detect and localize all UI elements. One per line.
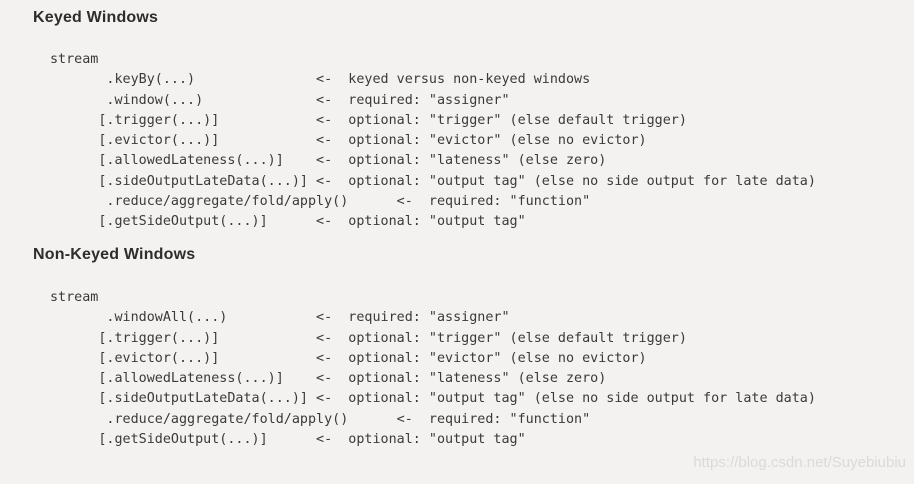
csdn-blog-watermark: https://blog.csdn.net/Suyebiubiu	[693, 454, 906, 471]
keyed-windows-heading: Keyed Windows	[33, 9, 159, 26]
keyed-windows-code-block: stream .keyBy(...) <- keyed versus non-k…	[50, 52, 816, 230]
non-keyed-windows-heading: Non-Keyed Windows	[33, 246, 196, 263]
non-keyed-windows-code-block: stream .windowAll(...) <- required: "ass…	[50, 290, 816, 448]
